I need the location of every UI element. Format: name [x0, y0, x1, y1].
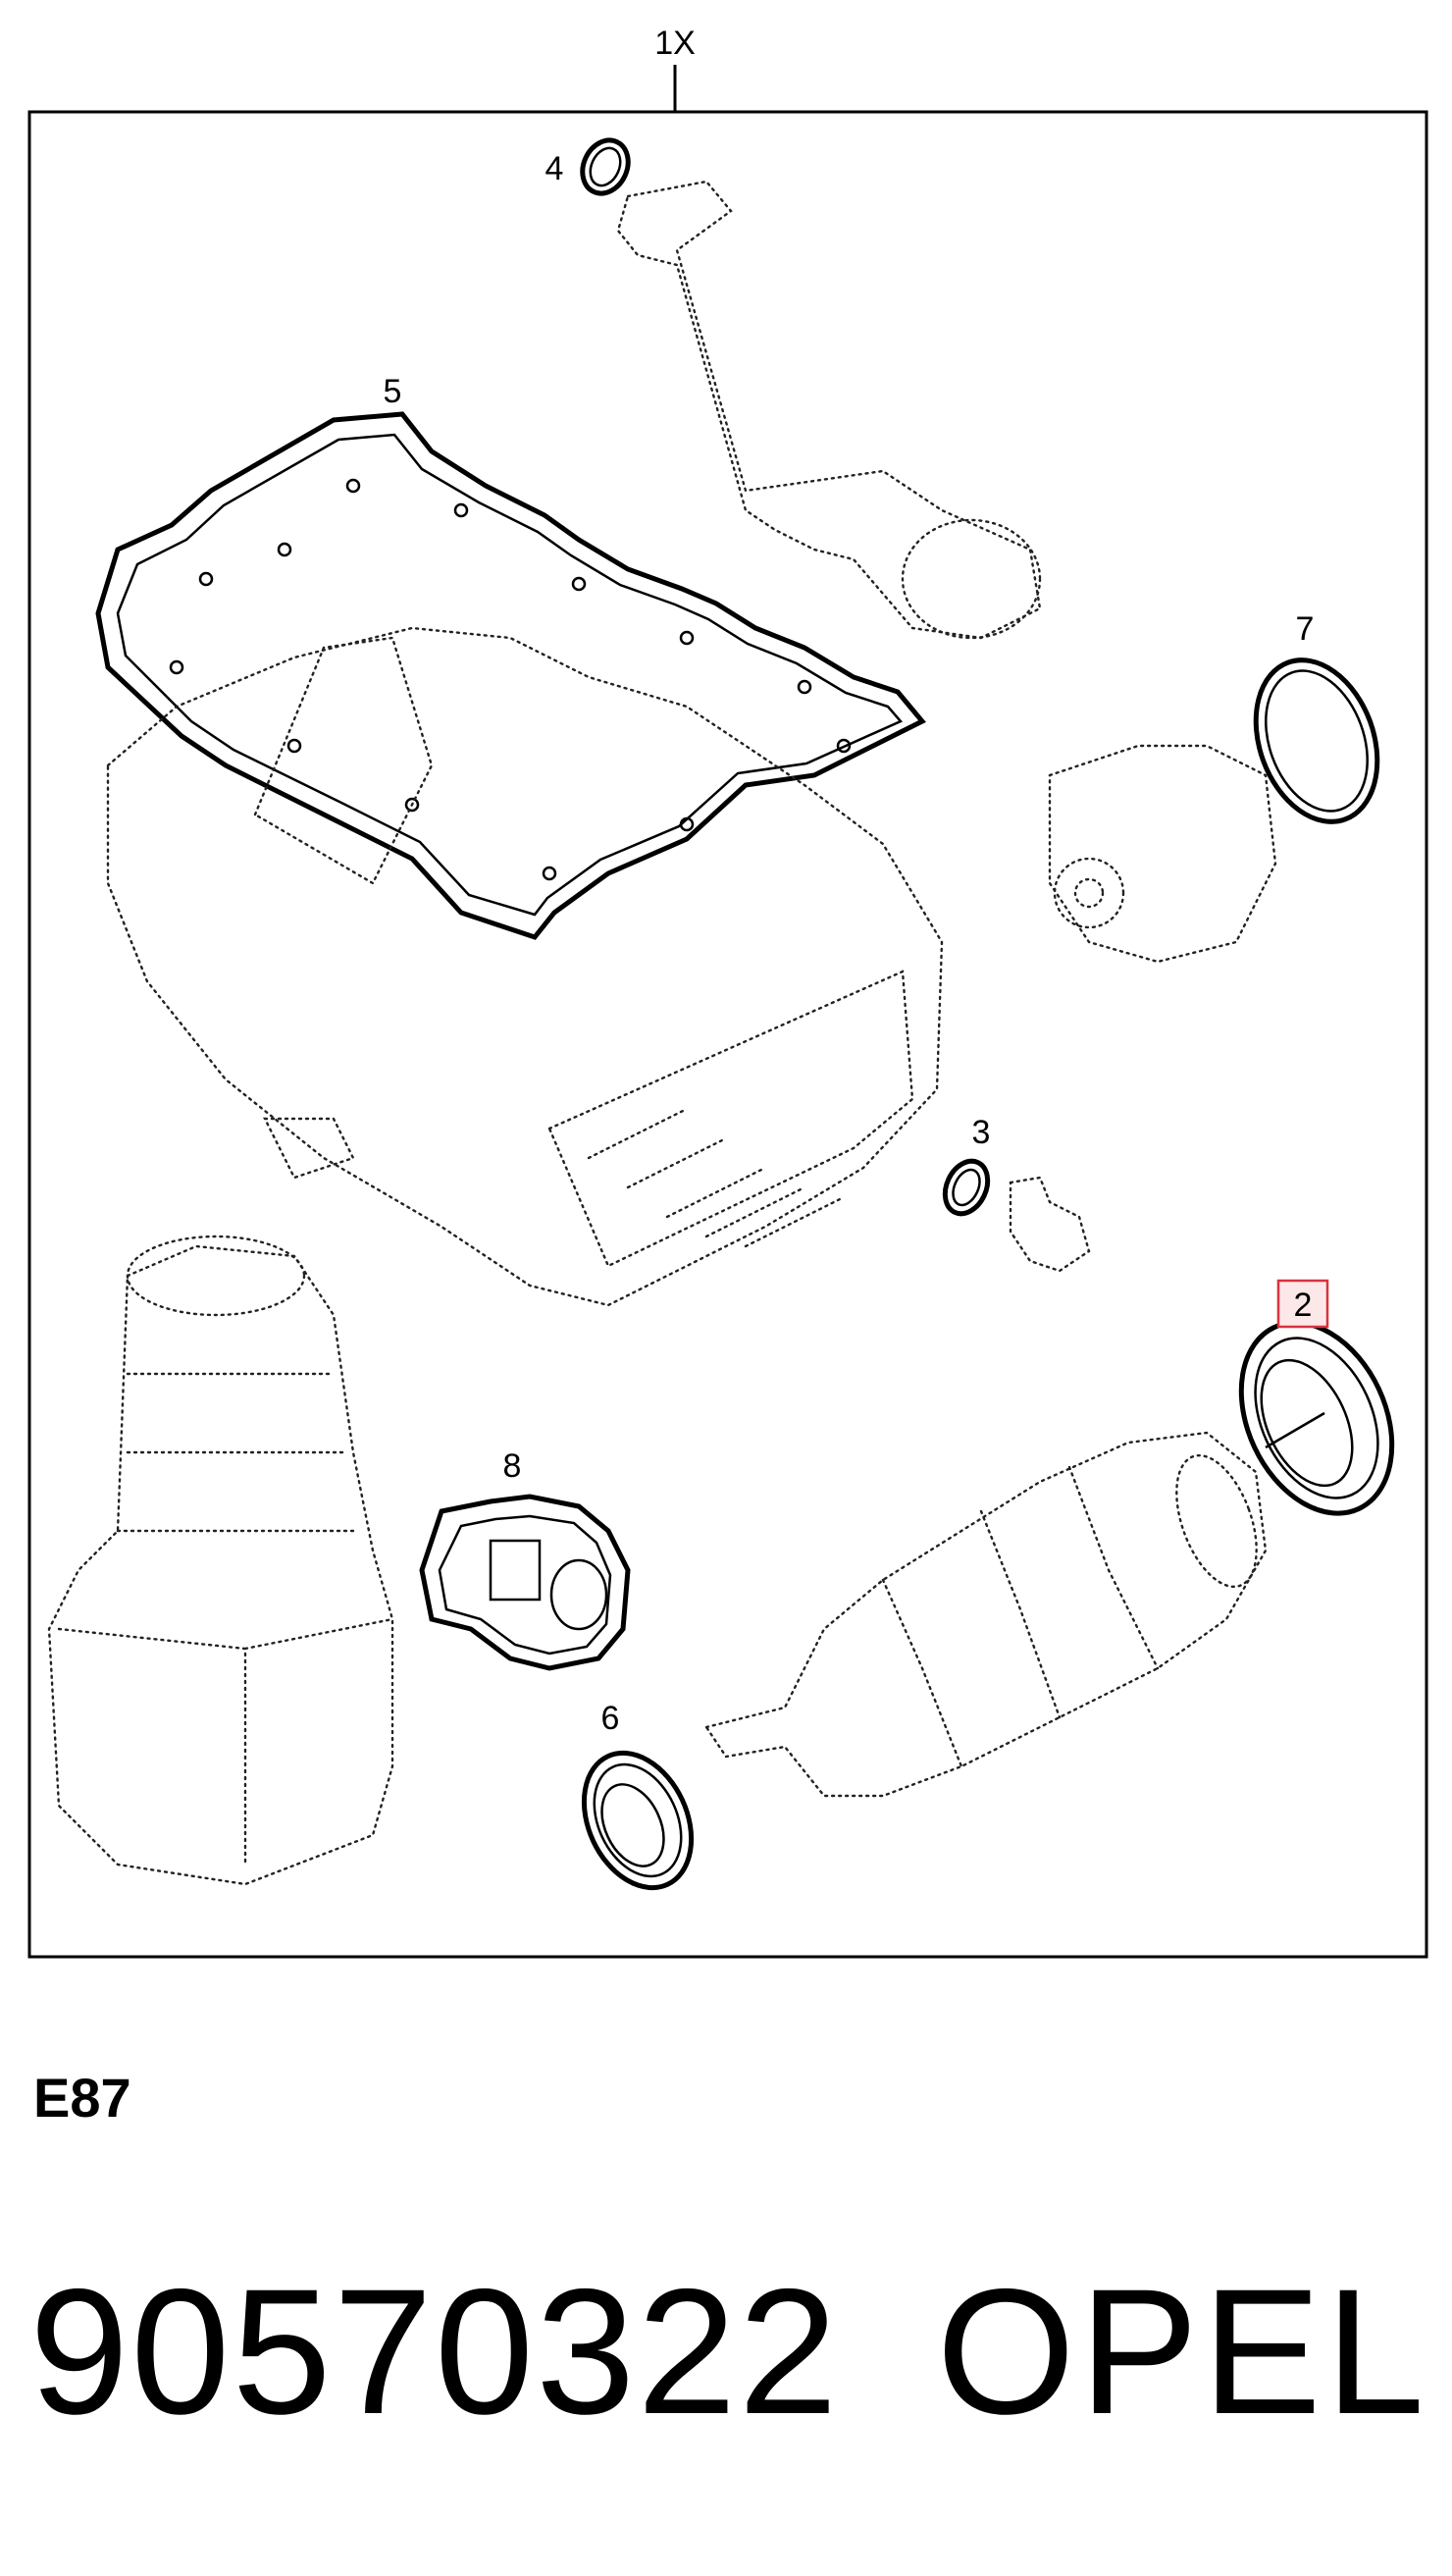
exploded-parts-diagram: 1X 4 5 7 [27, 25, 1428, 1959]
oil-pickup-tube [616, 180, 1042, 640]
part-2-rear-crank-seal[interactable] [1212, 1298, 1421, 1538]
crankshaft [704, 1431, 1268, 1798]
oil-filter-housing [47, 1235, 394, 1886]
brand-name: OPEL [936, 2251, 1428, 2451]
section-code: E87 [33, 2067, 131, 2129]
part-number: 90570322 [29, 2251, 840, 2451]
callout-7[interactable]: 7 [1296, 610, 1315, 648]
part-5-oil-pan-gasket[interactable] [95, 411, 926, 940]
callout-2[interactable]: 2 [1294, 1287, 1313, 1324]
drain-plug [1009, 1176, 1091, 1273]
callout-8[interactable]: 8 [503, 1447, 522, 1485]
part-6-front-crank-seal[interactable] [563, 1736, 711, 1906]
callout-3[interactable]: 3 [972, 1114, 991, 1151]
part-3-drain-seal[interactable] [937, 1154, 996, 1221]
water-pump [1048, 744, 1277, 964]
oil-pan-housing [106, 626, 944, 1307]
part-8-filter-housing-gasket[interactable] [419, 1494, 631, 1671]
callout-5[interactable]: 5 [384, 373, 402, 410]
callout-2-highlight [1276, 1279, 1329, 1329]
part-7-oring[interactable] [1234, 643, 1398, 838]
part-4-oring[interactable] [574, 132, 637, 200]
callout-6[interactable]: 6 [601, 1700, 620, 1737]
diagram-frame [27, 110, 1428, 1959]
set-label: 1X [654, 25, 696, 62]
callout-4[interactable]: 4 [545, 150, 564, 187]
